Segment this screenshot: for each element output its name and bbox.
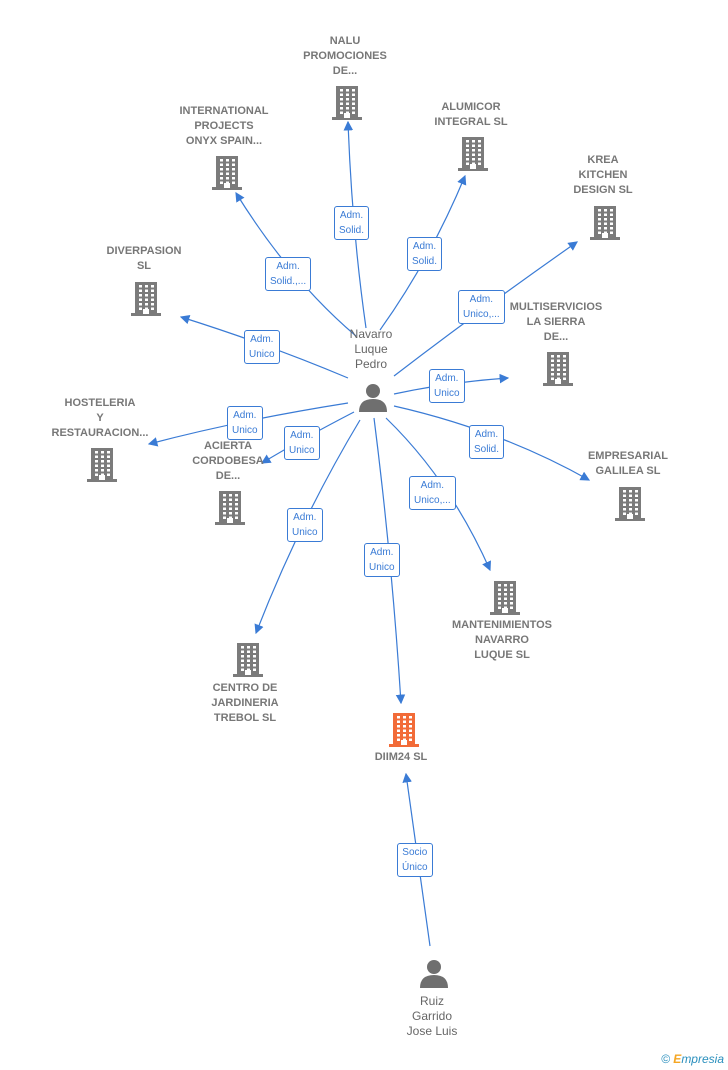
edge-label[interactable]: Adm. Solid. [469,425,505,459]
building-icon [131,280,161,321]
building-icon [615,485,645,526]
edge-label[interactable]: Adm. Solid. [334,206,370,240]
person-icon[interactable] [419,958,449,988]
company-label[interactable]: ACIERTA CORDOBESA DE... [192,440,264,482]
brand-name: mpresia [681,1052,724,1066]
edge-label[interactable]: Adm. Solid.,... [265,257,312,291]
footer-brand: © Empresia [661,1052,724,1066]
company-label[interactable]: KREA KITCHEN DESIGN SL [573,154,633,196]
edge-label[interactable]: Socio Único [397,843,433,877]
edge-label[interactable]: Adm. Solid. [407,237,443,271]
company-label[interactable]: CENTRO DE JARDINERIA TREBOL SL [211,682,279,724]
company-label[interactable]: DIVERPASION SL [106,245,182,272]
edge-label[interactable]: Adm. Unico,... [409,476,456,510]
company-label[interactable]: MANTENIMIENTOS NAVARRO LUQUE SL [451,619,553,661]
focus-company-label[interactable]: DIIM24 SL [374,751,428,763]
company-label[interactable]: NALU PROMOCIONES DE... [303,35,387,77]
company-label[interactable]: HOSTELERIA Y RESTAURACION... [51,397,149,439]
building-icon [543,350,573,391]
building-icon [490,579,520,620]
copyright-symbol: © [661,1052,670,1066]
company-label[interactable]: EMPRESARIAL GALILEA SL [587,450,669,477]
company-label[interactable]: ALUMICOR INTEGRAL SL [434,101,508,128]
building-icon [590,204,620,245]
person-label-ruiz[interactable]: Ruiz Garrido Jose Luis [406,994,458,1038]
company-label[interactable]: INTERNATIONAL PROJECTS ONYX SPAIN... [179,105,269,147]
building-icon [332,84,362,125]
person-label-navarro[interactable]: Navarro Luque Pedro [349,327,393,371]
building-icon [458,135,488,176]
building-icon [87,446,117,487]
person-icon[interactable] [358,382,388,412]
edge-label[interactable]: Adm. Unico,... [458,290,505,324]
edge-label[interactable]: Adm. Unico [429,369,465,403]
building-icon [212,154,242,195]
edge-label[interactable]: Adm. Unico [287,508,323,542]
building-icon [389,711,419,752]
brand-initial: E [673,1052,682,1066]
edge-label[interactable]: Adm. Unico [284,426,320,460]
building-icon [215,489,245,530]
edge-label[interactable]: Adm. Unico [244,330,280,364]
company-label[interactable]: MULTISERVICIOS LA SIERRA DE... [509,301,603,343]
edge-label[interactable]: Adm. Unico [364,543,400,577]
building-icon [233,641,263,682]
edge-label[interactable]: Adm. Unico [227,406,263,440]
